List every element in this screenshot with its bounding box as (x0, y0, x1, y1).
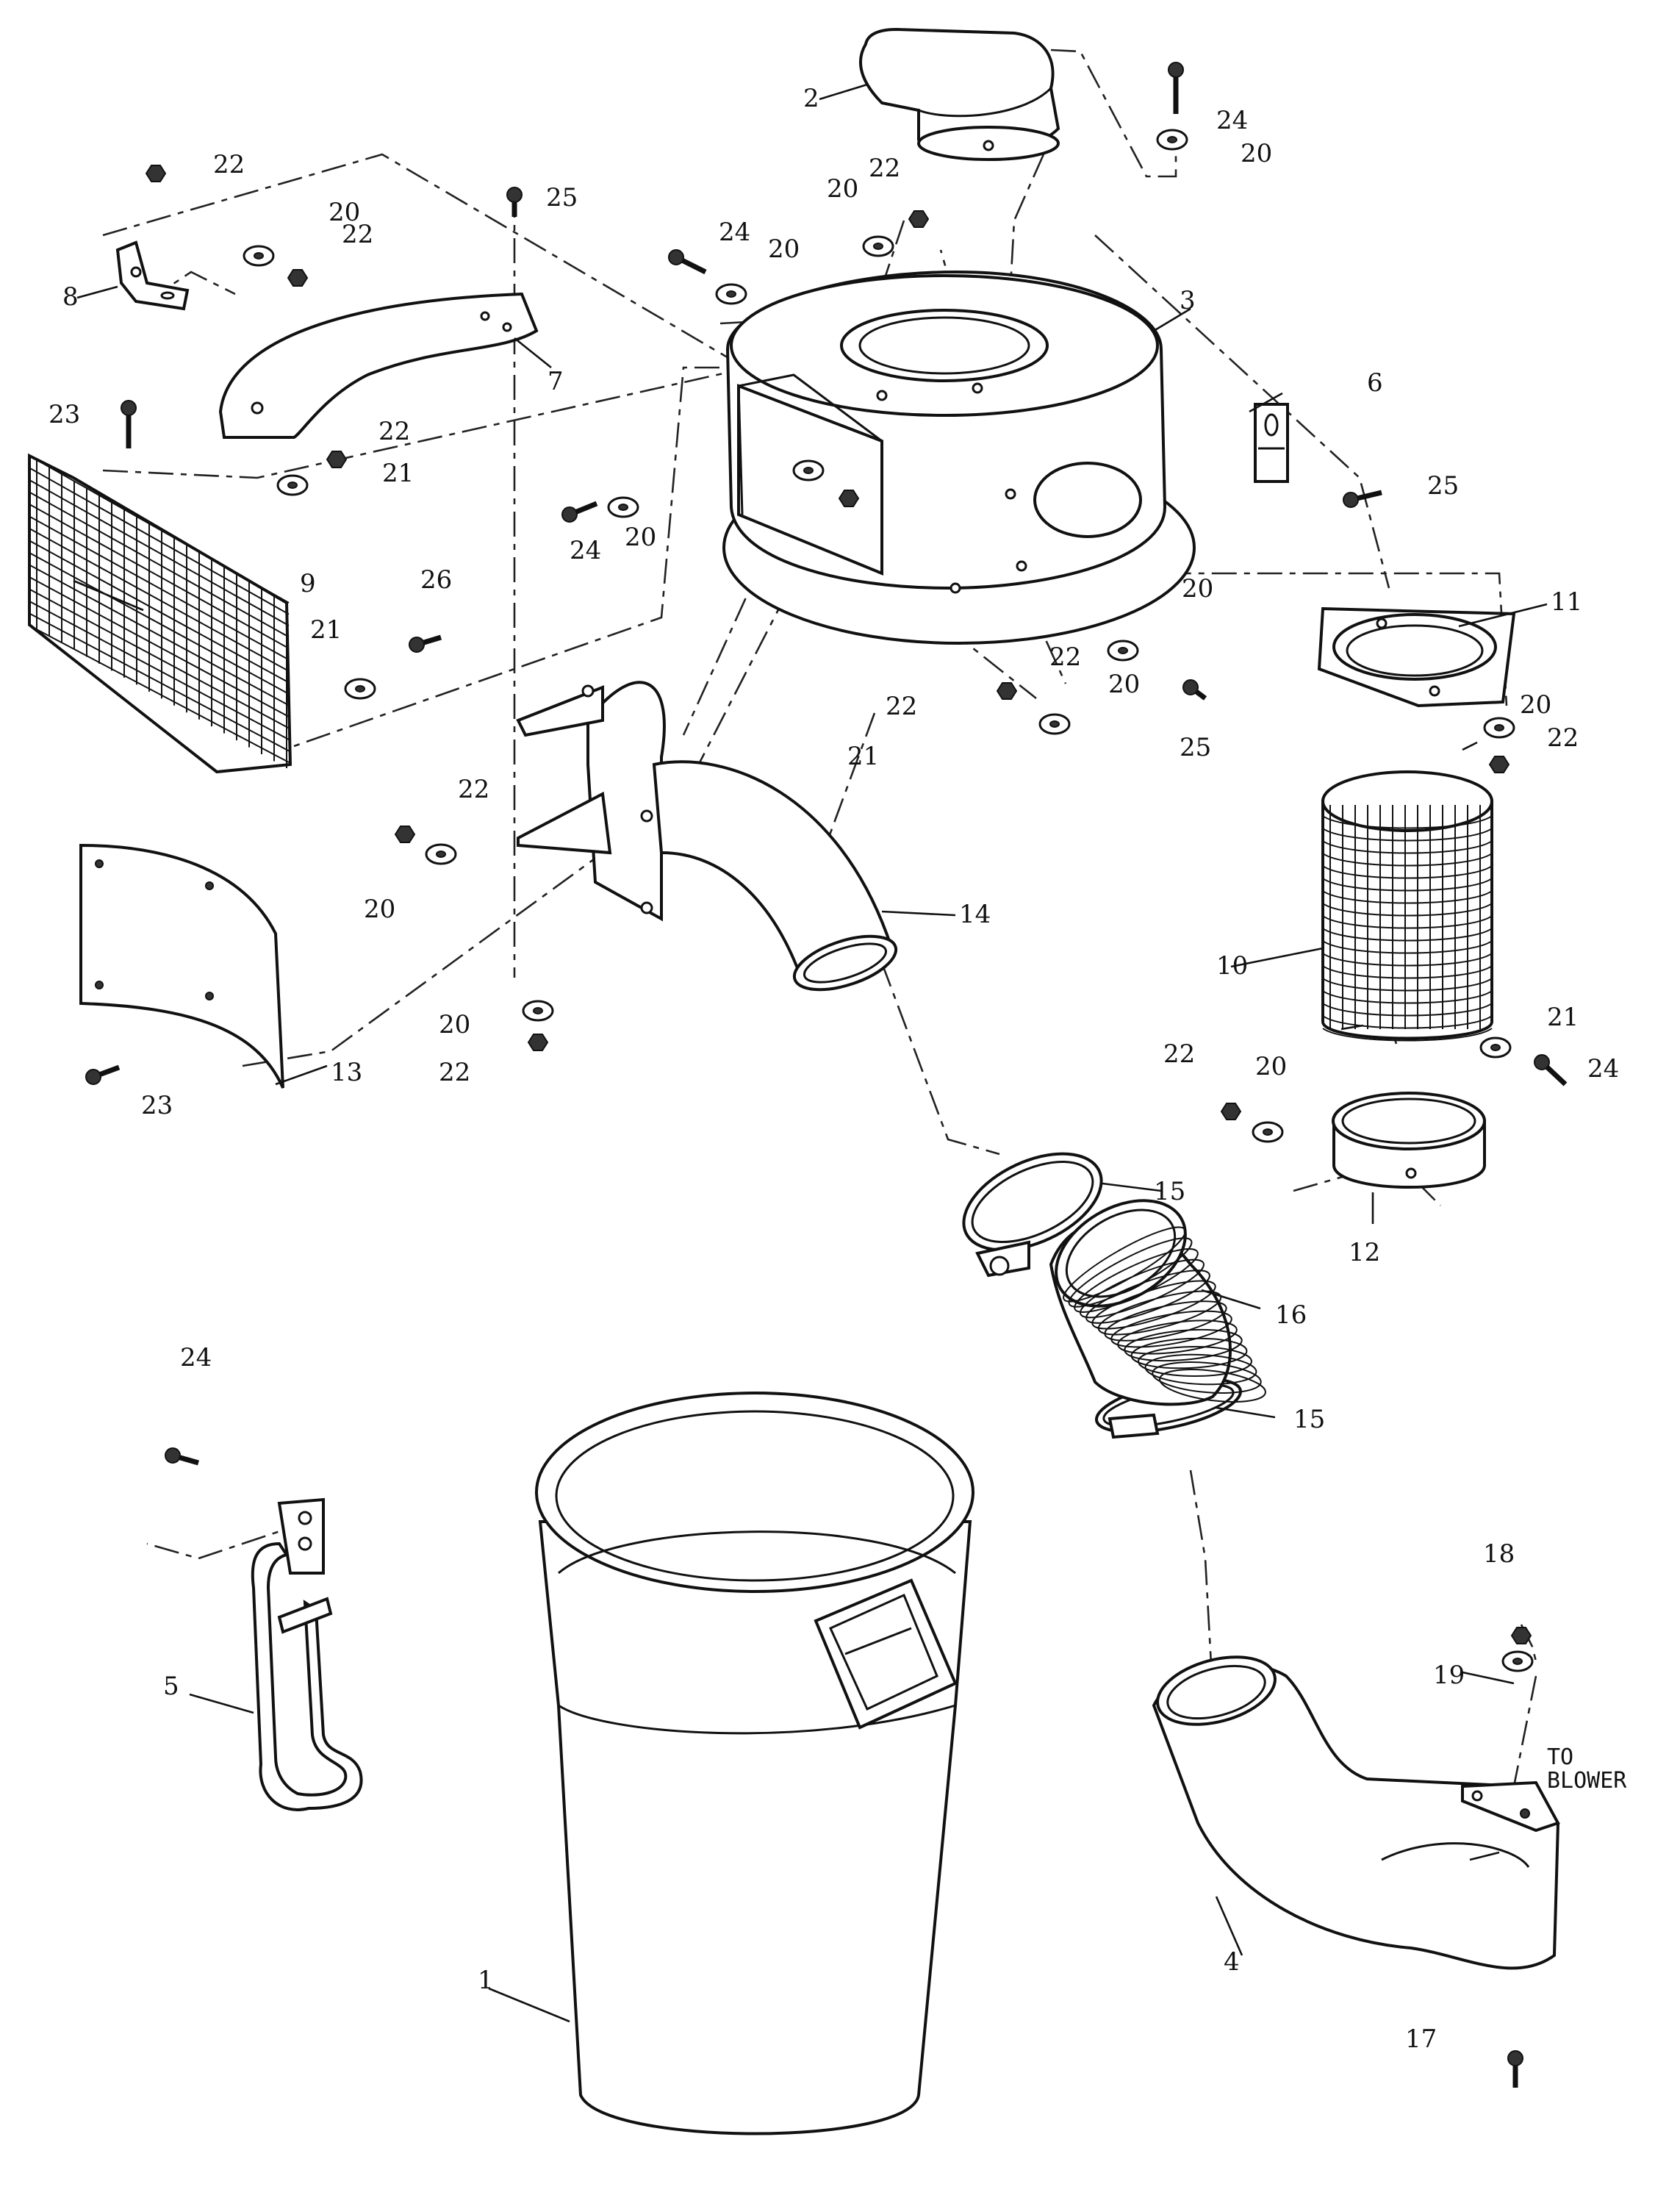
part-1-bucket (535, 1392, 974, 2135)
label-part-4: 4 (1224, 1947, 1240, 1977)
label-part-15-top: 15 (1154, 1177, 1185, 1206)
label-part-20: 20 (329, 198, 360, 227)
label-part-20: 20 (768, 234, 800, 264)
part-10-cylinder-screen (1321, 770, 1493, 1042)
label-part-12: 12 (1349, 1238, 1380, 1267)
label-part-22: 22 (886, 692, 917, 721)
label-part-24: 24 (719, 218, 750, 247)
label-part-3: 3 (1180, 286, 1196, 315)
label-part-9: 9 (300, 569, 316, 598)
label-part-20: 20 (1241, 139, 1272, 168)
part-14-inlet-elbow (516, 681, 898, 992)
label-part-21: 21 (1547, 1003, 1579, 1032)
label-part-13: 13 (331, 1058, 362, 1087)
label-part-22: 22 (869, 154, 900, 183)
label-part-23: 23 (49, 400, 80, 429)
part-6-small-bracket (1254, 403, 1289, 483)
part-7-curved-bracket (218, 292, 539, 439)
label-part-14: 14 (959, 900, 991, 929)
label-part-20: 20 (1255, 1052, 1287, 1081)
part-labels: 2 3 6 7 8 9 10 11 12 13 14 15 16 15 5 1 … (49, 84, 1627, 2054)
part-11-flange-ring (1317, 606, 1516, 708)
part-3-separator-housing (722, 270, 1196, 645)
label-part-20: 20 (364, 895, 395, 924)
label-part-25: 25 (1427, 471, 1459, 501)
label-part-22: 22 (1547, 723, 1579, 753)
part-2-outlet-cap (859, 27, 1060, 161)
label-part-20: 20 (1520, 690, 1551, 720)
label-part-21: 21 (847, 742, 879, 771)
label-part-20: 20 (625, 523, 656, 552)
label-part-16: 16 (1275, 1300, 1307, 1330)
label-part-24: 24 (570, 536, 601, 565)
label-part-22: 22 (342, 220, 373, 249)
label-part-10: 10 (1216, 951, 1248, 981)
label-part-22: 22 (1163, 1039, 1195, 1069)
part-9-mesh-screen (28, 453, 292, 774)
part-16-flexible-hose (1049, 1199, 1266, 1406)
label-part-11: 11 (1551, 587, 1582, 617)
label-part-24: 24 (1587, 1054, 1619, 1084)
label-part-5: 5 (163, 1672, 179, 1701)
part-12-bottom-ring (1332, 1092, 1486, 1189)
label-part-26: 26 (420, 565, 452, 595)
hardware (85, 62, 1568, 2088)
leader-lines (73, 83, 1548, 2023)
label-part-20: 20 (1108, 670, 1140, 699)
label-part-20: 20 (439, 1010, 470, 1039)
label-part-23: 23 (141, 1091, 173, 1120)
label-part-22: 22 (458, 775, 489, 804)
label-part-20: 20 (1182, 574, 1213, 604)
part-4-blower-elbow (1152, 1655, 1560, 1970)
part-5-handle (251, 1497, 363, 1811)
label-part-15-bottom: 15 (1293, 1405, 1325, 1434)
part-13-curved-panel (79, 843, 284, 1089)
label-part-1: 1 (478, 1966, 494, 1995)
to-blower-note-line1: TO (1547, 1744, 1573, 1770)
label-part-6: 6 (1367, 368, 1383, 398)
label-part-18: 18 (1483, 1539, 1515, 1569)
label-part-22: 22 (213, 150, 245, 179)
label-part-20: 20 (827, 174, 858, 204)
label-part-2: 2 (803, 84, 819, 113)
label-part-7: 7 (548, 367, 564, 396)
label-part-19: 19 (1433, 1661, 1465, 1690)
to-blower-note-line2: BLOWER (1547, 1768, 1627, 1794)
part-15-hose-clamp-top (962, 1152, 1103, 1278)
label-part-22: 22 (439, 1058, 470, 1087)
label-part-25: 25 (546, 183, 578, 212)
label-part-8: 8 (62, 282, 79, 312)
label-part-22: 22 (1049, 642, 1081, 672)
label-part-22: 22 (378, 417, 410, 446)
label-part-25: 25 (1180, 733, 1211, 762)
part-8-angle-bracket (115, 240, 190, 311)
label-part-24: 24 (1216, 106, 1248, 135)
label-part-24: 24 (180, 1343, 212, 1372)
label-part-17: 17 (1405, 2024, 1437, 2054)
label-part-21: 21 (382, 459, 414, 488)
label-part-21: 21 (310, 615, 342, 645)
